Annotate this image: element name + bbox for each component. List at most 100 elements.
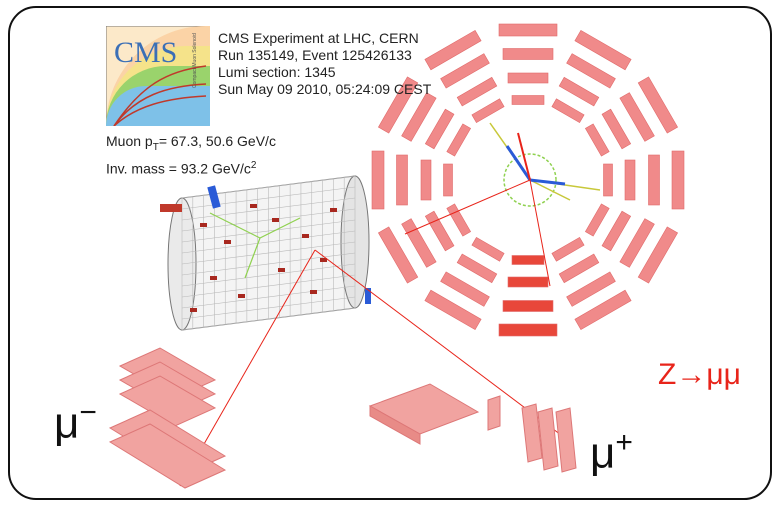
cms-logo-subtext: Compact Muon Solenoid xyxy=(192,33,198,88)
event-info-line: Sun May 09 2010, 05:24:09 CEST xyxy=(218,81,432,97)
muon-chamber-segment xyxy=(424,108,455,150)
calorimeter-hit xyxy=(238,294,245,298)
mu-plus-label: μ+ xyxy=(590,426,633,479)
cylinder-grid-line xyxy=(181,274,356,298)
muon-chamber-segment xyxy=(507,72,549,84)
muon-chamber-segment xyxy=(456,76,498,107)
muon-plus-chambers xyxy=(368,383,577,473)
muon-chamber-segment xyxy=(456,253,498,284)
event-display-scene xyxy=(108,23,685,489)
barrel-cylinder xyxy=(160,175,371,331)
cylinder-grid-line xyxy=(181,296,356,320)
invariant-mass-text: Inv. mass = 93.2 GeV/c xyxy=(106,160,251,177)
cms-logo-text: CMS xyxy=(114,36,177,69)
muon-chamber-segment xyxy=(424,289,482,331)
event-display-frame: CMS Compact Muon Solenoid CMS Experiment… xyxy=(8,6,772,500)
muon-pt-value: = 67.3, 50.6 GeV/c xyxy=(158,133,276,149)
calorimeter-hit xyxy=(302,234,309,238)
muon-chamber-segment xyxy=(446,203,472,237)
muon-chamber-segment xyxy=(446,123,472,157)
muon-chamber-segment xyxy=(502,48,554,60)
muon-chamber-segment xyxy=(601,108,632,150)
cylinder-grid-line xyxy=(181,252,356,276)
muon-chamber-segment xyxy=(624,159,636,201)
mu-minus-sup: − xyxy=(79,396,97,429)
muon-chamber-segment xyxy=(498,323,558,337)
muon-pt-line: Muon pT= 67.3, 50.6 GeV/c xyxy=(106,132,276,157)
invariant-mass-line: Inv. mass = 93.2 GeV/c2 xyxy=(106,157,276,178)
muon-chamber-segment xyxy=(619,92,655,142)
muon-chamber-segment xyxy=(471,98,505,124)
cylinder-grid-line xyxy=(181,186,356,210)
muon-chamber-segment xyxy=(648,154,660,206)
calorimeter-hit xyxy=(330,208,337,212)
muon-chamber-segment xyxy=(424,29,482,71)
cylinder-grid-line xyxy=(181,230,356,254)
muon-chamber-segment xyxy=(574,289,632,331)
event-info-line: Run 135149, Event 125426133 xyxy=(218,47,412,63)
muon-chamber-segment xyxy=(396,154,408,206)
muon-chamber-segment xyxy=(584,123,610,157)
muon-chamber-segment xyxy=(551,98,585,124)
cylinder-grid-line xyxy=(181,241,356,265)
muon-chamber-segment xyxy=(498,23,558,37)
muon-chamber-segment xyxy=(574,29,632,71)
muon-chamber-segment xyxy=(637,226,679,284)
calorimeter-hit xyxy=(210,276,217,280)
muon-chamber-segment xyxy=(584,203,610,237)
muon-chamber-segment xyxy=(671,150,685,210)
calorimeter-hit xyxy=(190,308,197,312)
cylinder-grid-line xyxy=(181,263,356,287)
muon-chamber-segment xyxy=(443,163,453,197)
muon-chamber-segment xyxy=(558,253,600,284)
cylinder-grid-line xyxy=(181,219,356,243)
muon-chamber-segment xyxy=(619,218,655,268)
event-info-line: Lumi section: 1345 xyxy=(218,64,336,80)
muon-chamber-segment xyxy=(371,150,385,210)
mu-minus-base: μ xyxy=(54,398,80,448)
muon-chamber-segment xyxy=(424,210,455,252)
muon-chamber-segment xyxy=(637,76,679,134)
z-decay-label: Z→μμ xyxy=(658,358,741,391)
muon-plus-track xyxy=(314,249,566,439)
muon-chamber-rings xyxy=(371,23,685,337)
muon-chamber-segment xyxy=(471,236,505,262)
muon-chamber-segment xyxy=(502,300,554,312)
invariant-mass-superscript: 2 xyxy=(250,159,257,171)
calorimeter-hit xyxy=(250,204,257,208)
muon-chamber-segment xyxy=(377,76,419,134)
cylinder-grid-line xyxy=(181,208,356,232)
cms-logo: CMS Compact Muon Solenoid xyxy=(106,26,210,126)
calorimeter-hit xyxy=(272,218,279,222)
calorimeter-hit xyxy=(278,268,285,272)
muon-pt-subscript: T xyxy=(152,141,159,153)
calorimeter-hit xyxy=(224,240,231,244)
muon-chamber-segment xyxy=(551,236,585,262)
muon-chamber-segment xyxy=(511,95,545,105)
event-info: CMS Experiment at LHC, CERN Run 135149, … xyxy=(218,30,431,98)
cylinder-grid-line xyxy=(181,307,356,331)
muon-chamber-segment xyxy=(566,53,616,89)
muon-chamber-segment xyxy=(377,226,419,284)
muon-chamber-segment xyxy=(558,76,600,107)
calorimeter-hit xyxy=(310,290,317,294)
muon-info: Muon pT= 67.3, 50.6 GeV/c Inv. mass = 93… xyxy=(106,132,276,177)
mu-minus-label: μ− xyxy=(54,396,97,449)
event-info-line: CMS Experiment at LHC, CERN xyxy=(218,30,419,46)
cylinder-grid-line xyxy=(181,285,356,309)
muon-chamber-segment xyxy=(401,218,437,268)
calorimeter-hit xyxy=(200,223,207,227)
muon-chamber-segment xyxy=(511,255,545,265)
muon-chamber-segment xyxy=(440,53,490,89)
muon-pt-prefix: Muon p xyxy=(106,133,153,149)
muon-chamber-segment xyxy=(420,159,432,201)
muon-chamber-segment xyxy=(601,210,632,252)
cylinder-grid-line xyxy=(181,197,356,221)
muon-chamber-segment xyxy=(603,163,613,197)
muon-chamber-segment xyxy=(507,276,549,288)
muon-minus-chambers xyxy=(108,347,227,489)
muon-chamber-segment xyxy=(401,92,437,142)
muon-chamber-segment xyxy=(440,271,490,307)
muon-chamber-segment xyxy=(566,271,616,307)
calorimeter-hit xyxy=(320,258,327,262)
